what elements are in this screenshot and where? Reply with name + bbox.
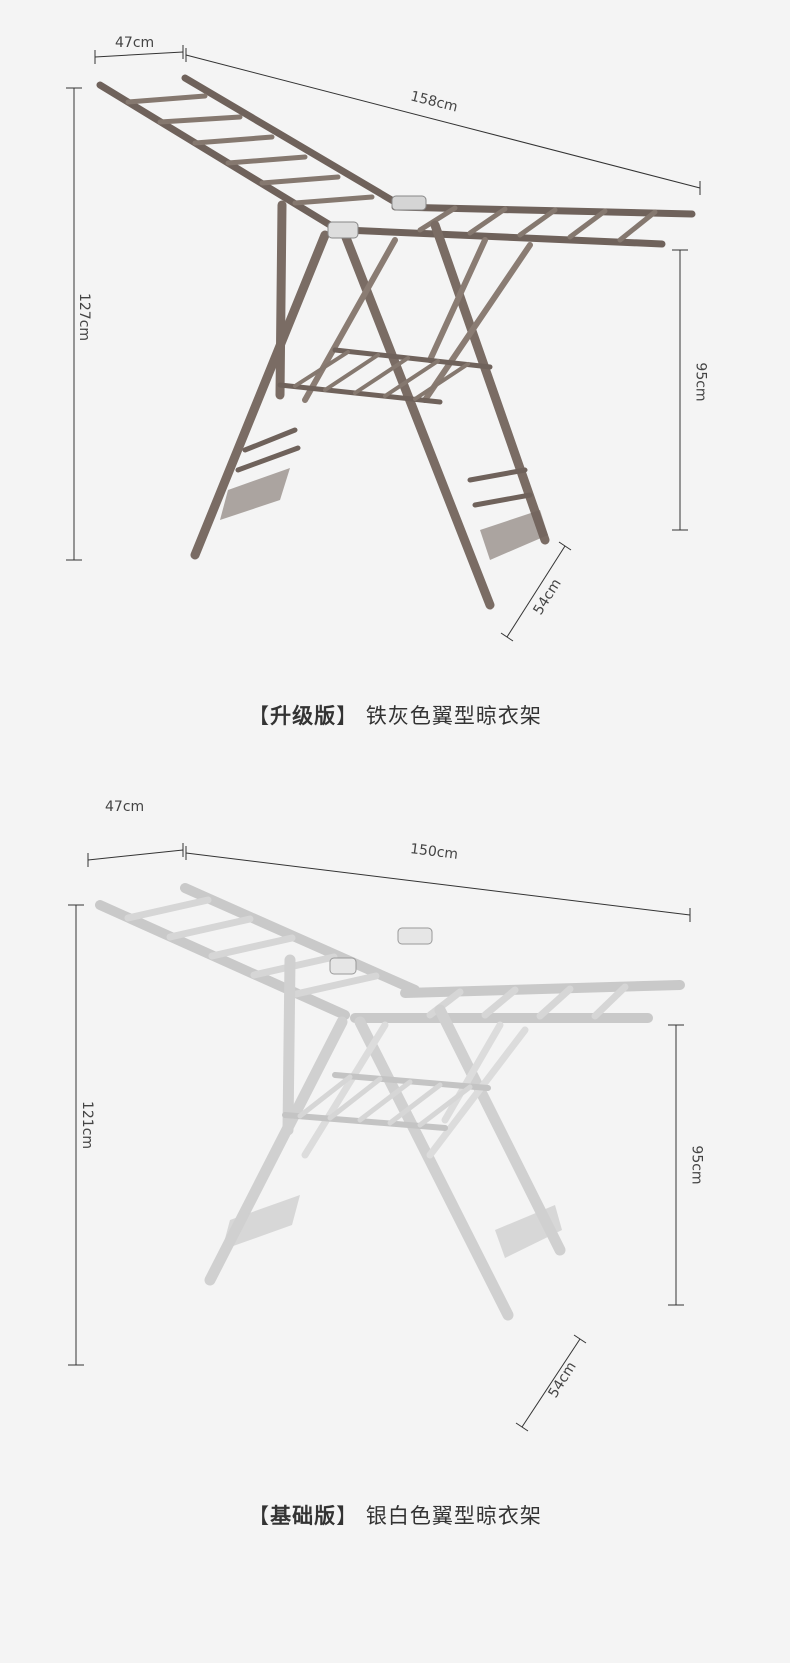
product-panel-upgraded: 47cm 158cm 127cm 95cm 54cm 【升级版】 铁灰色翼型晾衣…	[0, 0, 790, 780]
dimension-height-label: 121cm	[79, 1100, 96, 1150]
drying-rack-illustration-silver	[68, 843, 691, 1432]
caption-bracket-close: 】	[336, 1504, 359, 1528]
dimension-depth-label: 47cm	[105, 799, 145, 815]
product-panel-basic: 47cm 150cm 121cm 95cm 54cm 【基础版】 银白色翼型晾衣…	[0, 800, 790, 1663]
caption-product-name: 铁灰色翼型晾衣架	[365, 704, 542, 728]
product-caption-upgraded: 【升级版】 铁灰色翼型晾衣架	[0, 700, 790, 730]
dimension-rack-height-label: 95cm	[692, 362, 709, 402]
caption-edition: 基础版	[270, 1504, 337, 1528]
dimension-depth-label: 47cm	[115, 35, 155, 51]
caption-edition: 升级版	[270, 704, 337, 728]
caption-bracket-open: 【	[248, 704, 271, 728]
caption-bracket-open: 【	[248, 1504, 271, 1528]
drying-rack-illustration-grey	[66, 45, 701, 642]
caption-product-name: 银白色翼型晾衣架	[365, 1504, 542, 1528]
product-caption-basic: 【基础版】 银白色翼型晾衣架	[0, 1500, 790, 1530]
dimension-rack-height-label: 95cm	[688, 1145, 705, 1185]
caption-bracket-close: 】	[336, 704, 359, 728]
dimension-height-label: 127cm	[76, 292, 93, 342]
